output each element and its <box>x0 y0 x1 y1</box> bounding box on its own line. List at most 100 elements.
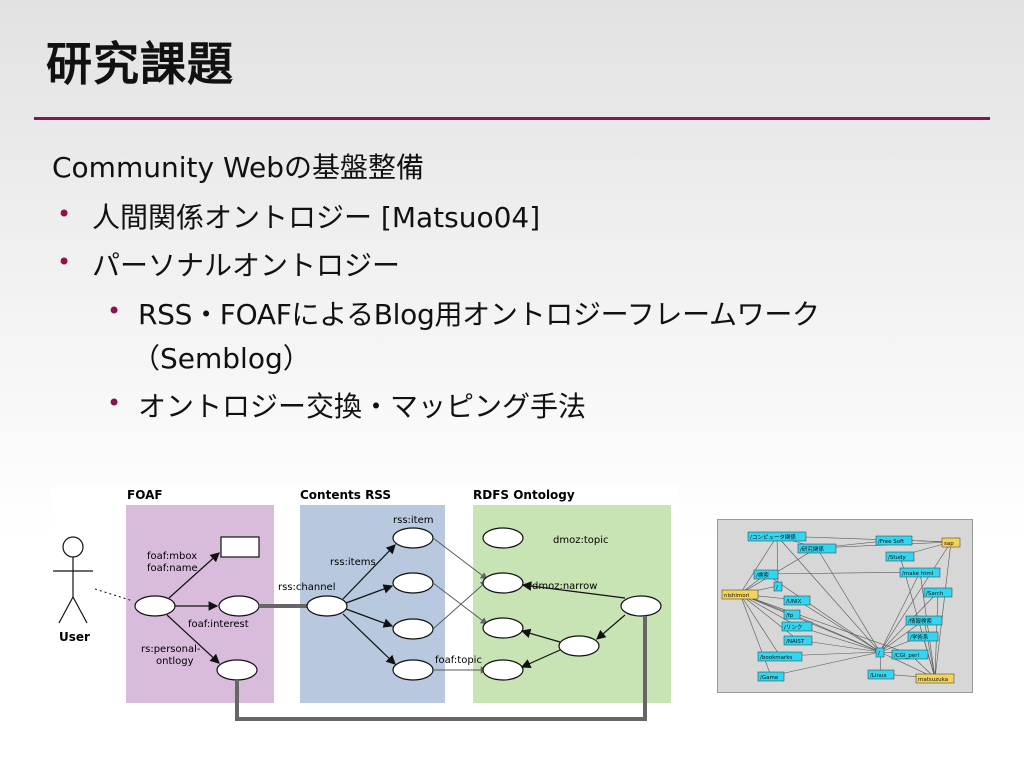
foaf-interest-label: foaf:interest <box>188 619 249 630</box>
bullet-dot-5: • <box>107 389 122 417</box>
graph-node-label: /検索 <box>756 571 769 579</box>
edge-item-3 <box>342 613 396 665</box>
graph-edge <box>765 573 881 653</box>
graph-node: /研究関係 <box>797 543 837 554</box>
graph-edge <box>879 619 925 653</box>
graph-nodes: /コンピュータ関係/研究関係/Free Soft sap/Study/検索/mak… <box>721 531 961 684</box>
edge-narrow-2 <box>596 614 626 640</box>
graph-edge <box>770 651 881 677</box>
graph-node-box <box>891 649 929 660</box>
graph-node-label: / <box>878 651 880 657</box>
graph-edge <box>923 619 936 679</box>
graph-node: /コンピュータ関係 <box>747 531 807 542</box>
graph-node-box <box>721 589 759 600</box>
user-link <box>94 588 134 602</box>
graph-edge <box>816 547 881 653</box>
personal-ontology-node <box>216 659 258 681</box>
root-topic-node <box>620 595 662 617</box>
edge-item-1 <box>345 584 394 604</box>
slide-title: 研究課題 <box>46 37 234 91</box>
graph-node-box <box>875 647 885 658</box>
graph-node: / <box>773 581 783 592</box>
graph-node-label: /CGI_perl <box>894 653 919 659</box>
edge-item-2 <box>345 608 394 628</box>
mbox-node <box>220 536 260 558</box>
graph-node-box <box>907 631 939 642</box>
graph-node-box <box>923 587 953 598</box>
graph-node-label: /Study <box>888 555 906 561</box>
edge-personal <box>166 614 220 664</box>
edge-narrow-3 <box>520 649 561 668</box>
topic-node-4 <box>482 659 524 681</box>
bullet-line-3-continued: （Semblog） <box>132 342 311 375</box>
foaf-name-label: foaf:name <box>147 563 198 574</box>
foaf-topic-label: foaf:topic <box>435 655 482 666</box>
graph-node-box <box>899 567 941 578</box>
graph-node-box <box>757 671 785 682</box>
edge-narrow-1 <box>521 581 626 599</box>
graph-node-label: /Game <box>760 675 779 681</box>
bullet-dot-1: • <box>57 200 72 228</box>
edge-items <box>342 544 396 600</box>
graph-node: /UNIX <box>783 595 811 606</box>
graph-node-box <box>783 595 811 606</box>
topic-node-1 <box>482 527 524 549</box>
semblog-diagram-svg: FOAF Contents RSS RDFS Ontology User foa… <box>53 488 671 721</box>
rss-items-label: rss:items <box>330 557 376 568</box>
graph-node-box <box>753 569 779 580</box>
rs-ontology-label: ontlogy <box>156 656 194 667</box>
graph-node-box <box>885 551 915 562</box>
dmoz-topic-label: dmoz:topic <box>553 535 609 546</box>
graph-edge <box>776 535 881 653</box>
graph-edge <box>739 593 781 657</box>
graph-edge <box>765 571 921 575</box>
graph-edge <box>739 593 798 627</box>
graph-node-label: /NAIST <box>786 639 805 645</box>
graph-node: /NAIST <box>783 635 813 646</box>
graph-node: /検索 <box>753 569 779 580</box>
graph-node: / <box>875 647 885 658</box>
graph-node-box <box>773 581 783 592</box>
graph-node-box <box>867 669 895 680</box>
graph-node: /make html <box>899 567 941 578</box>
graph-node-box <box>797 543 837 554</box>
graph-node-box <box>875 535 913 546</box>
graph-node: /Game <box>757 671 785 682</box>
graph-node-label: /Free Soft <box>878 539 905 545</box>
bullet-line-0: Community Webの基盤整備 <box>52 151 424 184</box>
graph-node-box <box>941 537 961 548</box>
dmoz-narrow-label: dmoz:narrow <box>532 581 597 592</box>
graph-edge <box>879 651 936 679</box>
bullet-dot-3: • <box>107 297 122 325</box>
item-node-2 <box>392 618 434 640</box>
graph-node: sap <box>941 537 961 548</box>
graph-node: /Free Soft <box>875 535 913 546</box>
cross-link-3 <box>432 580 488 630</box>
graph-node-box <box>915 673 955 684</box>
rss-channel-label: rss:channel <box>278 582 335 593</box>
bookmark-graph: /コンピュータ関係/研究関係/Free Soft sap/Study/検索/mak… <box>717 519 973 693</box>
bullet-line-5: オントロジー交換・マッピング手法 <box>138 390 587 423</box>
ontology-section-title: RDFS Ontology <box>473 488 575 502</box>
topic-node-2 <box>482 572 524 594</box>
item-node-1 <box>392 572 434 594</box>
item-node-3 <box>392 659 434 681</box>
semblog-diagram: FOAF Contents RSS RDFS Ontology User foa… <box>51 487 679 723</box>
graph-node-label: /コンピュータ関係 <box>750 533 796 541</box>
graph-node-label: /Linux <box>870 673 887 679</box>
graph-node-label: sap <box>944 541 954 547</box>
edge-mbox <box>168 552 220 599</box>
title-divider <box>34 117 990 120</box>
bullet-line-1: 人間関係オントロジー [Matsuo04] <box>92 201 541 234</box>
graph-node-label: /Sarch <box>926 591 944 597</box>
graph-node-label: /研究関係 <box>800 545 824 553</box>
graph-node-label: /UNIX <box>786 599 802 605</box>
cross-link-2 <box>432 582 488 625</box>
graph-node: /情報検索 <box>905 615 943 626</box>
graph-node-label: /情報検索 <box>908 617 932 625</box>
bookmark-graph-svg: /コンピュータ関係/研究関係/Free Soft sap/Study/検索/mak… <box>721 531 961 684</box>
graph-edge <box>791 613 881 653</box>
graph-node: /Study <box>885 551 915 562</box>
user-icon <box>53 536 93 624</box>
graph-edge <box>739 535 778 595</box>
